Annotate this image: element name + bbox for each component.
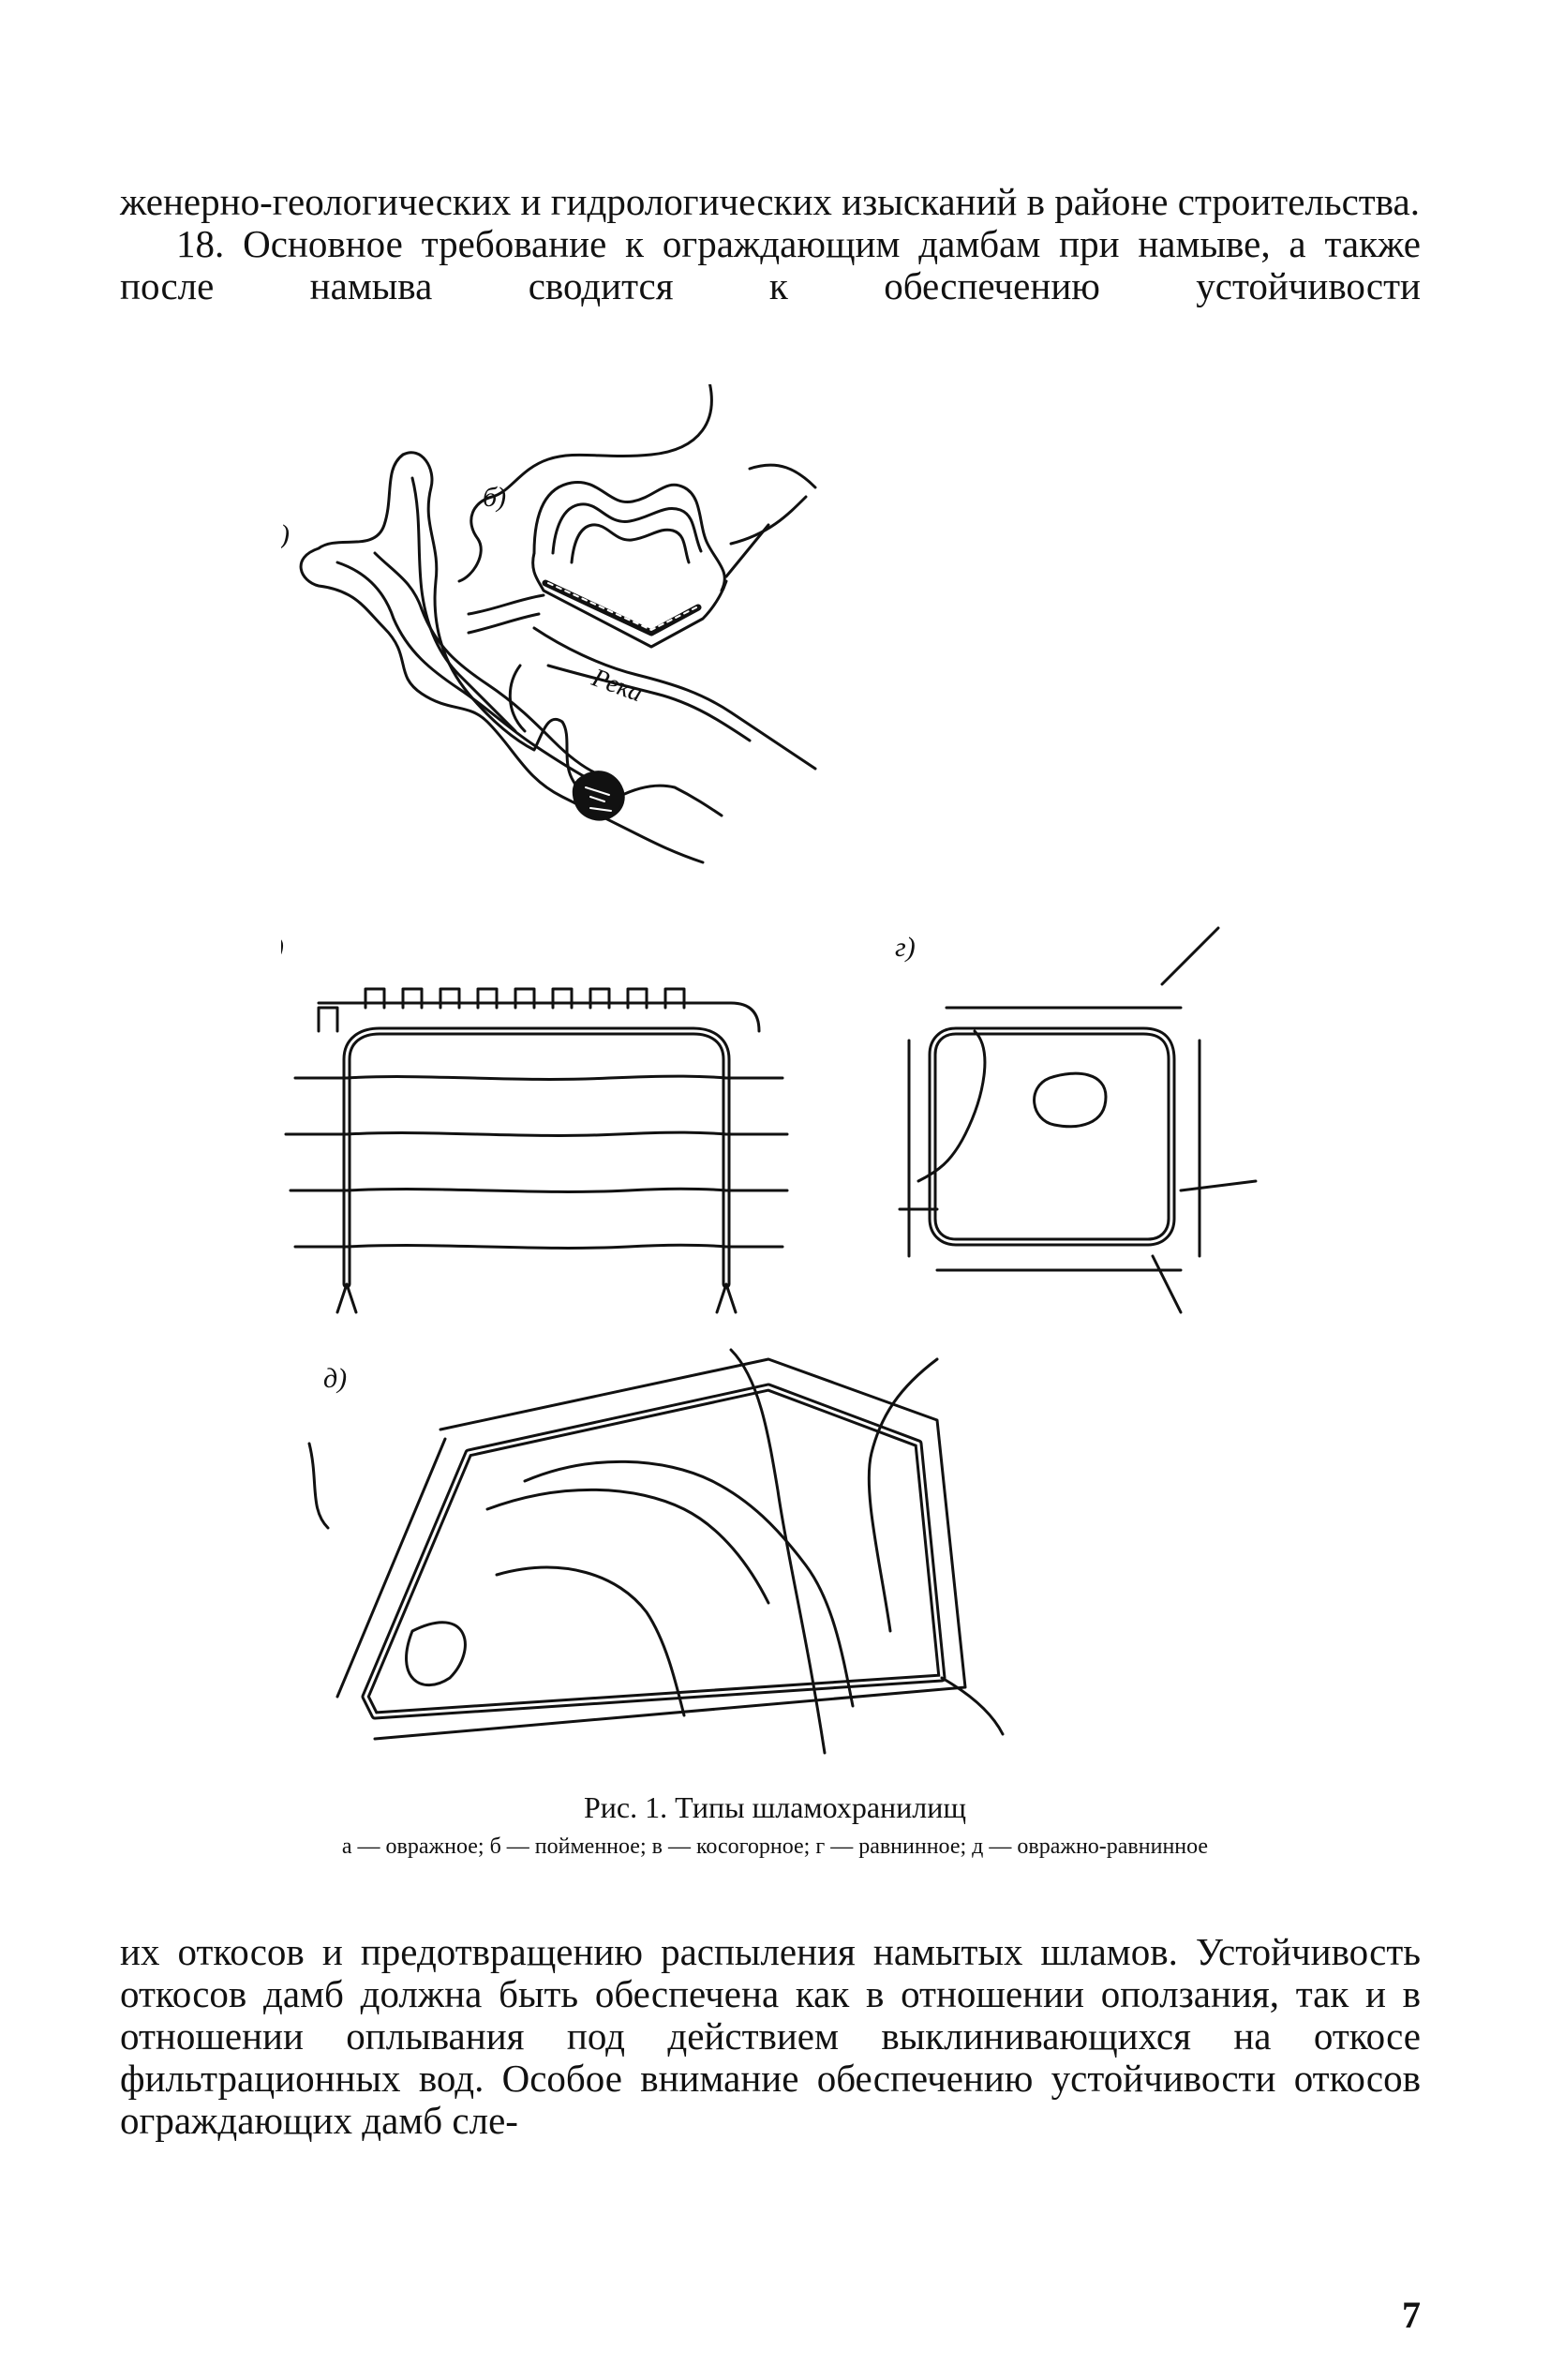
diagram-v-hillside: в) (281, 932, 789, 1314)
diagram-d-ravine-plain: д) (307, 1348, 1005, 1755)
paragraph-continuation-bottom: их откосов и предотвращению распыления н… (120, 1930, 1421, 2142)
paragraph-continuation: женерно-геологических и гидрологических … (120, 180, 1420, 223)
label-g: г) (895, 932, 916, 963)
page-number: 7 (1402, 2294, 1421, 2336)
figure-caption-title: Рис. 1. Типы шламохранилищ (583, 1790, 967, 1824)
paragraph-18: 18. Основное требование к ограждающим да… (120, 222, 1421, 307)
figure-tailings-types: а) б) Река в) (281, 384, 1312, 1790)
diagram-b-floodplain: б) Река (457, 384, 817, 771)
top-text: женерно-геологических и гидрологических … (120, 181, 1421, 307)
bottom-text: их откосов и предотвращению распыления н… (120, 1931, 1421, 2142)
figure-caption-legend: а — овражное; б — пойменное; в — косогор… (341, 1834, 1209, 1859)
label-d: д) (323, 1363, 347, 1394)
label-v: в) (281, 932, 284, 963)
label-a: а) (281, 519, 290, 550)
diagram-a-ravine: а) (281, 451, 723, 864)
diagram-g-plain: г) (895, 926, 1258, 1314)
river-label: Река (588, 663, 647, 708)
